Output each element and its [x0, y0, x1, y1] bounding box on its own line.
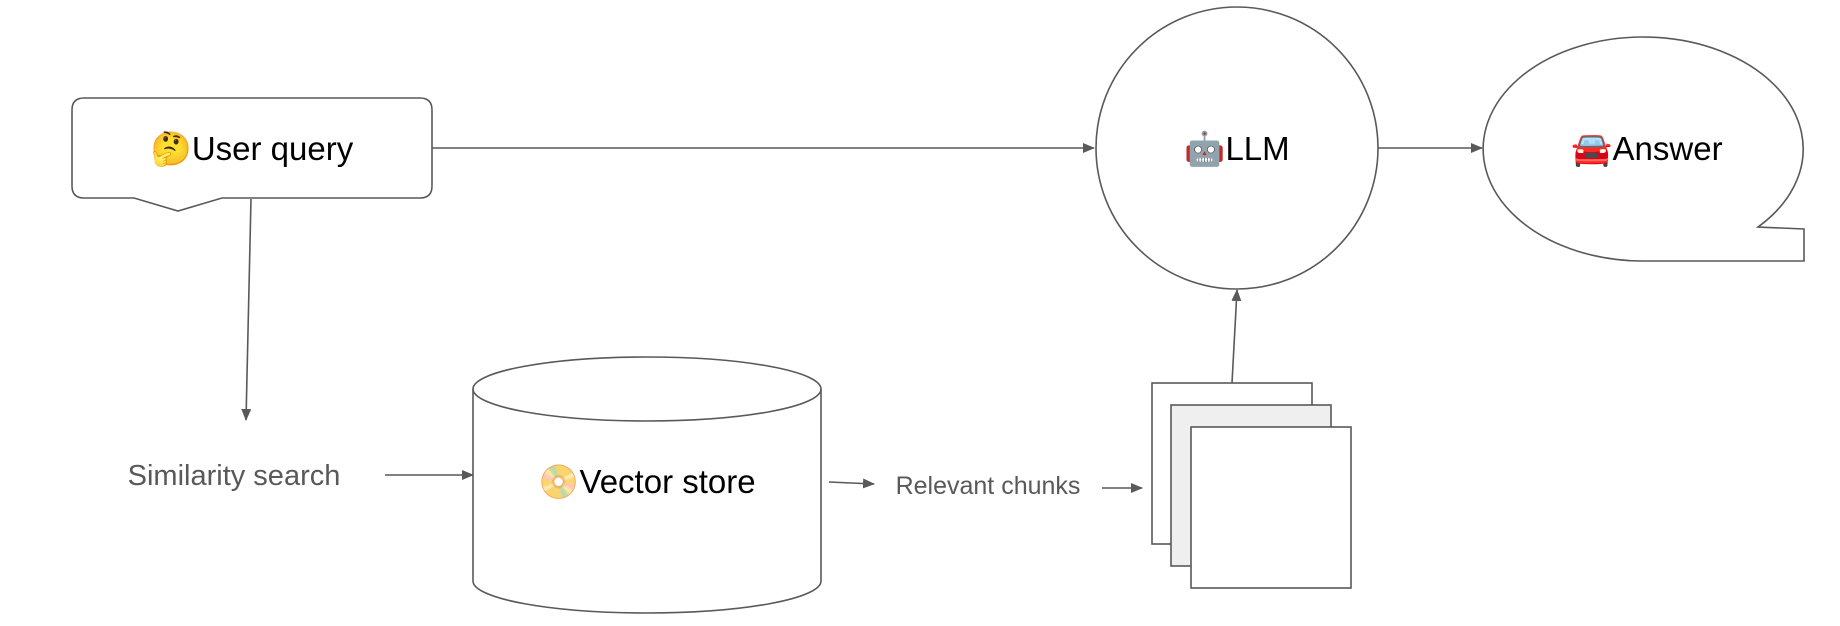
svg-text:📀Vector store: 📀Vector store: [538, 463, 755, 502]
vector-store-body: [472, 389, 822, 614]
similarity-search-label: Similarity search: [128, 460, 341, 492]
vector-store-node: 📀Vector store: [472, 356, 822, 614]
chunk-document-front: [1190, 426, 1352, 589]
edge-chunks-to-llm: [1231, 289, 1242, 384]
svg-text:🤖LLM: 🤖LLM: [1184, 130, 1289, 168]
answer-shape: [1482, 36, 1805, 262]
llm-label: LLM: [1225, 130, 1289, 167]
edge-query-to-search: [241, 198, 252, 421]
dvd-icon: 📀: [538, 463, 579, 502]
thinking-face-icon: 🤔: [151, 130, 192, 168]
chunks-stack: [1151, 382, 1352, 589]
user-query-label: User query: [192, 130, 354, 167]
user-query-shape: [71, 97, 433, 212]
svg-text:🚘Answer: 🚘Answer: [1571, 130, 1722, 168]
answer-label: Answer: [1613, 130, 1723, 167]
vector-store-top: [472, 356, 822, 422]
edge-store-to-chunks-label: [828, 478, 875, 489]
vector-store-label: Vector store: [580, 463, 756, 500]
robot-icon: 🤖: [1184, 130, 1225, 168]
answer-node: 🚘Answer: [1482, 36, 1805, 262]
car-icon: 🚘: [1571, 130, 1612, 168]
svg-text:🤔User query: 🤔User query: [151, 130, 354, 168]
llm-node: 🤖LLM: [1095, 6, 1379, 290]
user-query-node: 🤔User query: [71, 97, 433, 212]
relevant-chunks-label: Relevant chunks: [896, 472, 1081, 500]
